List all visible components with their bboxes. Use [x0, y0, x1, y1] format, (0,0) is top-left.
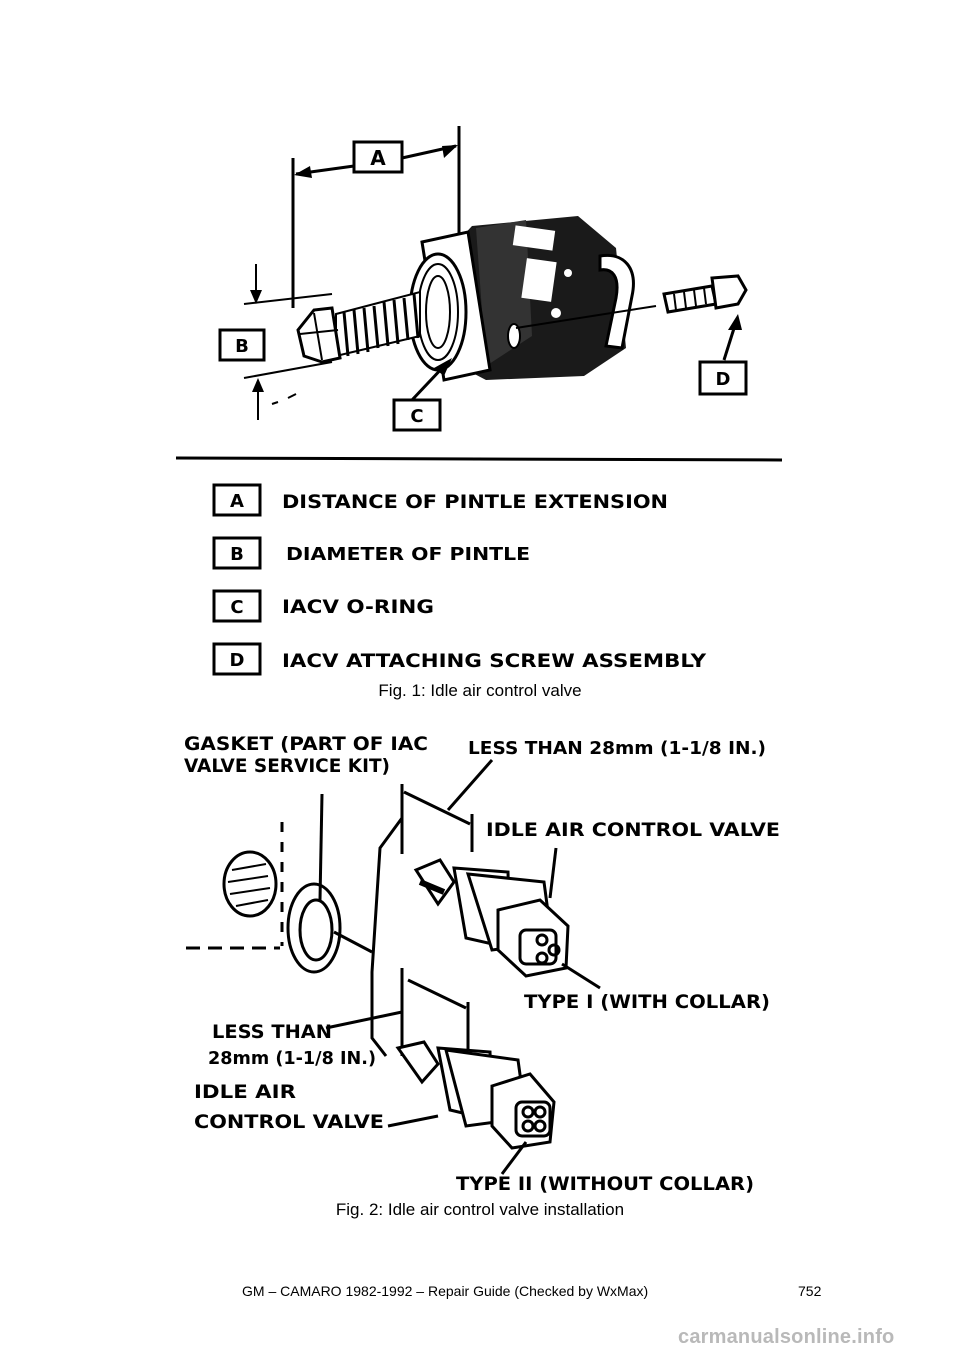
label-iacv-top: IDLE AIR CONTROL VALVE [486, 819, 780, 841]
label-type2: TYPE II (WITHOUT COLLAR) [456, 1173, 754, 1195]
figure-1-iacv-diagram: A [175, 108, 783, 678]
legend-key-d: D [230, 650, 245, 671]
footer-title: GM – CAMARO 1982-1992 – Repair Guide (Ch… [242, 1283, 649, 1299]
figure-2-installation-diagram: GASKET (PART OF IAC VALVE SERVICE KIT) L… [176, 722, 788, 1198]
figure-2-caption: Fig. 2: Idle air control valve installat… [335, 1200, 625, 1219]
page-number: 752 [798, 1283, 822, 1299]
label-gasket-line1: GASKET (PART OF IAC [184, 733, 428, 755]
legend-key-b: B [230, 544, 244, 565]
label-gasket-line2: VALVE SERVICE KIT) [184, 755, 390, 777]
callout-a: A [370, 146, 386, 170]
legend-key-c: C [230, 597, 243, 618]
label-type1: TYPE I (WITH COLLAR) [524, 991, 770, 1013]
legend-text-a: DISTANCE OF PINTLE EXTENSION [282, 491, 668, 513]
callout-c: C [410, 406, 423, 427]
figure-2-labels: GASKET (PART OF IAC VALVE SERVICE KIT) L… [184, 733, 780, 1195]
legend-text-b: DIAMETER OF PINTLE [286, 544, 530, 565]
label-less-than-bottom-line1: LESS THAN [212, 1021, 332, 1043]
figure-2-drawing [186, 759, 601, 1175]
label-iacv-bottom-line2: CONTROL VALVE [194, 1111, 384, 1133]
callout-b: B [235, 336, 249, 357]
label-less-than-top: LESS THAN 28mm (1-1/8 IN.) [468, 738, 766, 759]
legend-text-c: IACV O-RING [282, 596, 434, 618]
legend-text-d: IACV ATTACHING SCREW ASSEMBLY [282, 650, 706, 672]
figure-divider [175, 456, 783, 462]
watermark: carmanualsonline.info [678, 1326, 895, 1348]
legend: A DISTANCE OF PINTLE EXTENSION B DIAMETE… [212, 483, 706, 676]
label-less-than-bottom-line2: 28mm (1-1/8 IN.) [208, 1048, 376, 1069]
legend-key-a: A [230, 491, 244, 512]
figure-1-caption: Fig. 1: Idle air control valve [378, 681, 582, 700]
callout-d: D [716, 369, 731, 390]
label-iacv-bottom-line1: IDLE AIR [194, 1081, 296, 1103]
iacv-body [296, 216, 748, 382]
